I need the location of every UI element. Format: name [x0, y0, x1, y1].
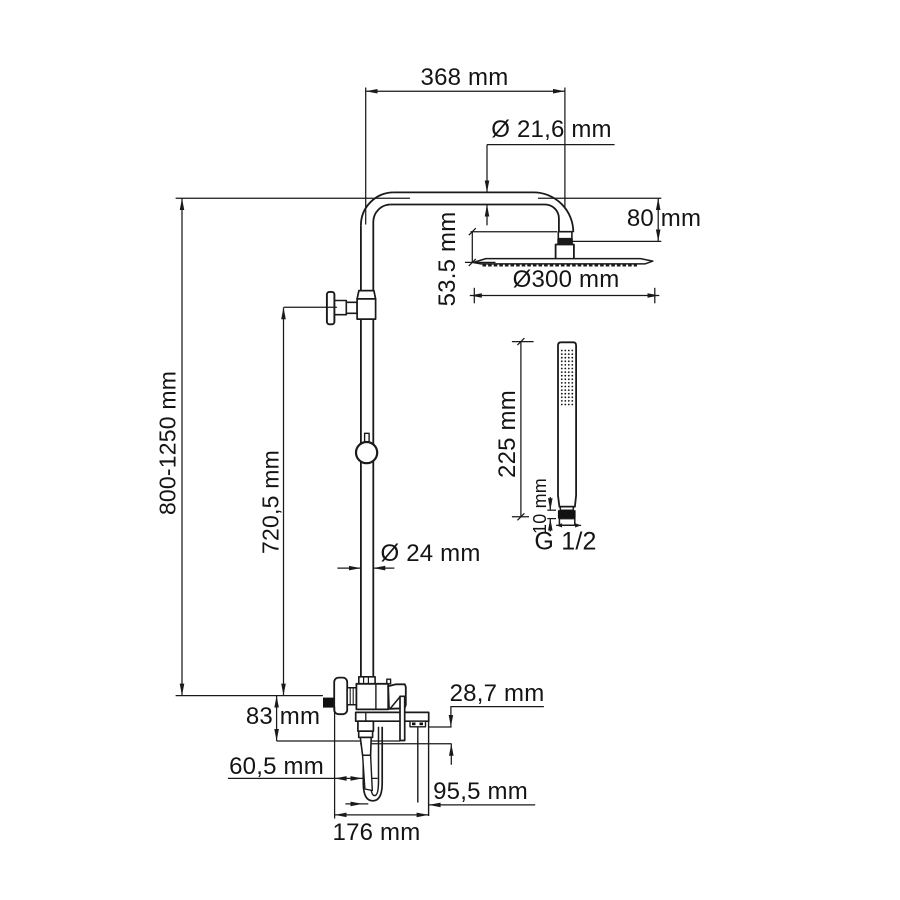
diverter-housing — [356, 298, 377, 320]
head-collar — [557, 230, 573, 240]
dim-label-column-height-range: 800-1250 mm — [154, 370, 180, 515]
head-ring — [557, 238, 573, 245]
slider-pin — [363, 432, 370, 442]
mixer-ribs — [346, 687, 358, 706]
diverter-cap — [356, 289, 377, 300]
escutcheon — [333, 676, 349, 716]
diverter-handle — [325, 290, 336, 326]
elbow-outer — [533, 191, 575, 233]
rain-head-plate — [472, 257, 654, 265]
dim-label-head-drop: 80 mm — [626, 204, 702, 232]
wand-tip — [361, 754, 373, 792]
pipe-bend-inner — [372, 203, 391, 223]
dim-label-mixer-span: 176 mm — [332, 818, 421, 846]
dim-label-lever-drop: 28,7 mm — [449, 680, 545, 708]
dim-label-spout-offset: 60,5 mm — [229, 752, 324, 780]
dim-label-handshower-length: 225 mm — [494, 390, 521, 478]
dim-label-column-tube-dia: Ø 24 mm — [380, 539, 481, 567]
diverter-stem-neck — [345, 301, 358, 315]
hose-loop-outer — [362, 726, 384, 802]
shower-column-parts — [323, 191, 654, 816]
mixer-body — [355, 682, 390, 711]
dim-label-arm-tube-dia: Ø 21,6 mm — [491, 116, 612, 143]
dimension-lines-under — [227, 740, 452, 805]
dim-label-holder-offset: 95,5 mm — [433, 777, 528, 805]
dim-label-head-dia: Ø300 mm — [512, 266, 620, 293]
dim-label-arm-span: 368 mm — [420, 64, 509, 91]
lever-blade — [399, 695, 406, 742]
thread-size-label: G 1/2 — [534, 527, 597, 555]
wall-stub — [323, 697, 335, 708]
handshower-connector — [557, 510, 576, 519]
holder-bar — [354, 711, 430, 723]
handshower-neck — [559, 505, 575, 511]
mixer-top-nut — [357, 675, 376, 685]
head-block — [554, 243, 575, 261]
handshower-spray-face — [560, 349, 574, 406]
dim-label-mixer-drop: 83 mm — [245, 702, 321, 730]
dim-label-head-stack-height: 53.5 mm — [433, 211, 461, 307]
spout-block-b — [357, 730, 374, 739]
elbow-inner — [544, 203, 560, 233]
dimension-lines — [175, 87, 662, 819]
spout-block-a — [357, 720, 375, 733]
slider-knob — [354, 440, 379, 465]
dim-label-diverter-height: 720,5 mm — [257, 450, 284, 554]
wand-cone — [359, 736, 372, 757]
pipe-bend-outer — [360, 191, 394, 226]
dim-label-connector-height: 10 mm — [529, 477, 550, 535]
handshower-body — [557, 341, 577, 508]
